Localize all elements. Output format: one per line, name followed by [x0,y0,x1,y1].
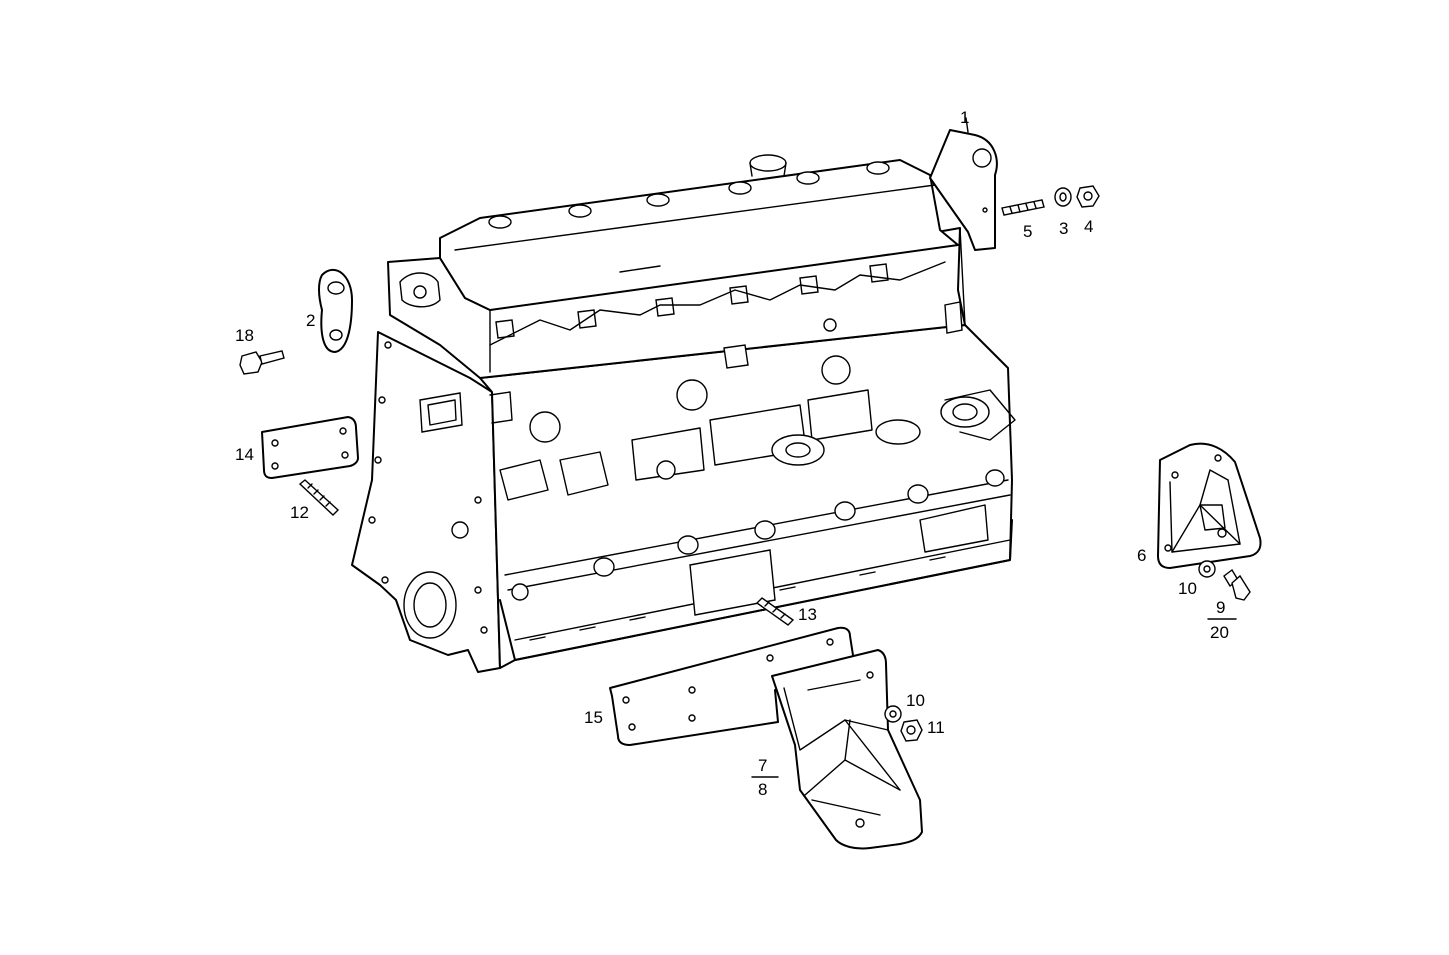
part-7-8-engine-mount [771,649,923,850]
fraction-bars [751,618,1237,778]
part-5-stud [1001,199,1045,216]
callout-10-upper: 10 [1178,579,1197,598]
callout-13: 13 [798,605,817,624]
callout-labels: 1 2 3 4 5 6 10 9 20 18 14 12 13 15 10 11… [235,108,1229,799]
part-12-stud [298,479,340,516]
part-4-nut [1076,185,1100,208]
part-1-bracket [929,117,998,251]
callout-15: 15 [584,708,603,727]
callout-5: 5 [1023,222,1032,241]
callout-8: 8 [758,780,767,799]
callout-10-lower: 10 [906,691,925,710]
callout-12: 12 [290,503,309,522]
callout-11: 11 [927,718,945,737]
part-9-20-bolt [1223,568,1251,601]
part-3-washer [1054,187,1072,207]
callout-4: 4 [1084,217,1093,236]
part-15-plate [609,626,856,746]
callout-6: 6 [1137,546,1146,565]
part-18-bolt [239,350,285,375]
part-14-cover-plate [261,416,359,479]
callout-3: 3 [1059,219,1068,238]
callout-18: 18 [235,326,254,345]
part-10-washer-upper [1198,560,1216,578]
part-6-engine-mount [1157,442,1262,569]
callout-14: 14 [235,445,254,464]
callout-20: 20 [1210,623,1229,642]
part-13-stud [755,597,795,626]
callout-1: 1 [960,108,969,127]
part-2-lifting-eye [318,269,353,353]
callout-9: 9 [1216,598,1225,617]
engine-block [351,154,1016,673]
callout-7: 7 [758,756,767,775]
callout-2: 2 [306,311,315,330]
part-10-washer-lower [884,705,902,723]
part-11-nut [900,719,923,742]
